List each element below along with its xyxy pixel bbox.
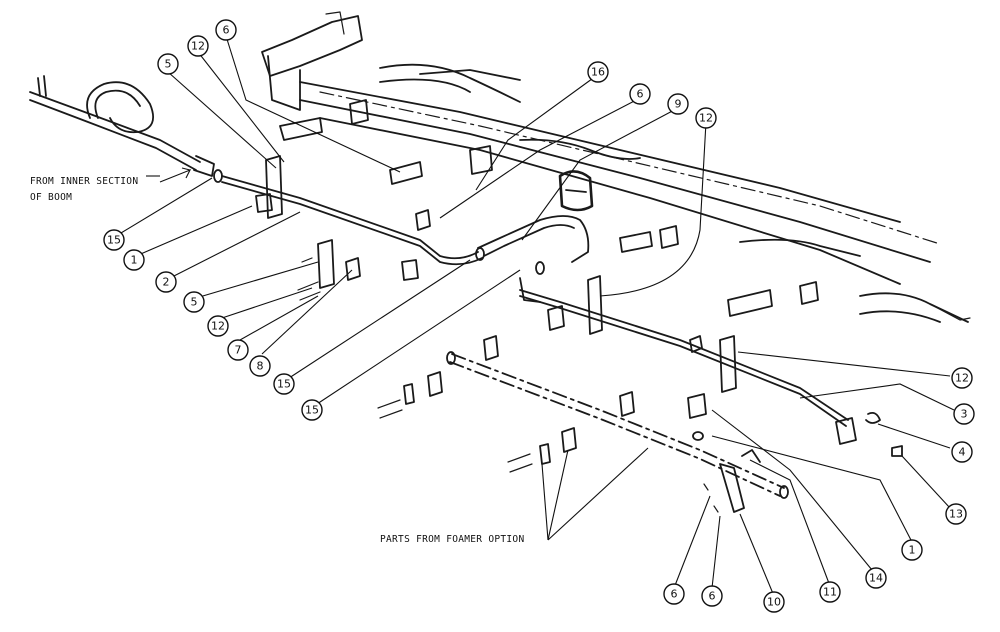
callout-6c: 6	[701, 585, 723, 607]
svg-text:12: 12	[211, 320, 225, 333]
callout-15a: 15	[103, 229, 125, 251]
callout-12a: 12	[187, 35, 209, 57]
callout-12b: 12	[695, 107, 717, 129]
leader-lines	[115, 35, 955, 597]
svg-text:2: 2	[163, 276, 170, 289]
lower-spray-pipe	[519, 275, 903, 457]
callout-1b: 1	[901, 539, 923, 561]
callout-15b: 15	[273, 373, 295, 395]
svg-text:6: 6	[223, 24, 230, 37]
note-inner-section-line1: FROM INNER SECTION	[30, 176, 138, 187]
note-inner-section-line2: OF BOOM	[30, 192, 72, 203]
callout-5b: 5	[183, 291, 205, 313]
callout-2: 2	[155, 271, 177, 293]
svg-text:4: 4	[959, 446, 966, 459]
callout-1a: 1	[123, 249, 145, 271]
svg-text:7: 7	[235, 344, 242, 357]
callout-9: 9	[667, 93, 689, 115]
callout-5a: 5	[157, 53, 179, 75]
svg-text:15: 15	[107, 234, 121, 247]
callout-13: 13	[945, 503, 967, 525]
svg-text:6: 6	[637, 88, 644, 101]
svg-text:12: 12	[699, 112, 713, 125]
callout-8: 8	[249, 355, 271, 377]
upper-spray-pipe	[213, 155, 590, 303]
callout-12d: 12	[951, 367, 973, 389]
hose-from-inner-section	[29, 75, 215, 177]
svg-text:15: 15	[277, 378, 291, 391]
callout-11: 11	[819, 581, 841, 603]
callout-6d: 6	[663, 583, 685, 605]
svg-text:6: 6	[709, 590, 716, 603]
svg-text:5: 5	[191, 296, 198, 309]
callout-16: 16	[587, 61, 609, 83]
callout-15c: 15	[301, 399, 323, 421]
svg-text:16: 16	[591, 66, 605, 79]
svg-text:14: 14	[869, 572, 883, 585]
callout-12c: 12	[207, 315, 229, 337]
svg-text:6: 6	[671, 588, 678, 601]
callout-14: 14	[865, 567, 887, 589]
callout-6b: 6	[629, 83, 651, 105]
svg-text:11: 11	[823, 586, 837, 599]
foamer-pipe	[377, 335, 789, 513]
svg-text:1: 1	[909, 544, 916, 557]
callout-4: 4	[951, 441, 973, 463]
svg-text:12: 12	[191, 40, 205, 53]
svg-text:8: 8	[257, 360, 264, 373]
svg-text:13: 13	[949, 508, 963, 521]
note-foamer-option: PARTS FROM FOAMER OPTION	[380, 534, 524, 545]
callout-10: 10	[763, 591, 785, 613]
callout-6a: 6	[215, 19, 237, 41]
callout-3: 3	[953, 403, 975, 425]
svg-text:12: 12	[955, 372, 969, 385]
svg-text:9: 9	[675, 98, 682, 111]
boom-frame	[261, 11, 971, 323]
svg-text:15: 15	[305, 404, 319, 417]
svg-text:10: 10	[767, 596, 781, 609]
svg-text:3: 3	[961, 408, 968, 421]
svg-text:5: 5	[165, 58, 172, 71]
svg-text:1: 1	[131, 254, 138, 267]
callout-7: 7	[227, 339, 249, 361]
